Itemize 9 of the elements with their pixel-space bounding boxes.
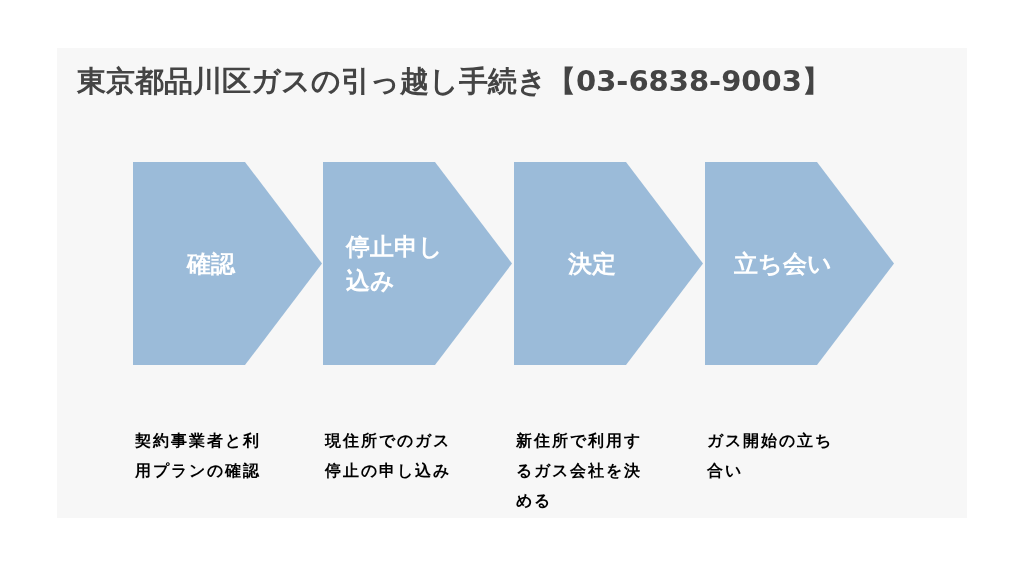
step-description: 新住所で利用するガス会社を決める — [516, 430, 643, 512]
step-label: 立ち会い — [733, 248, 832, 280]
step-description: 現住所でのガス停止の申し込み — [325, 430, 452, 482]
step-label: 決定 — [567, 248, 616, 280]
step-description: 契約事業者と利用プランの確認 — [135, 430, 262, 482]
title: 東京都品川区ガスの引っ越し手続き【03-6838-9003】 — [77, 63, 831, 100]
step-label: 確認 — [186, 248, 235, 280]
step-label: 停止申し込み — [345, 231, 444, 297]
step-description: ガス開始の立ち合い — [707, 430, 834, 482]
